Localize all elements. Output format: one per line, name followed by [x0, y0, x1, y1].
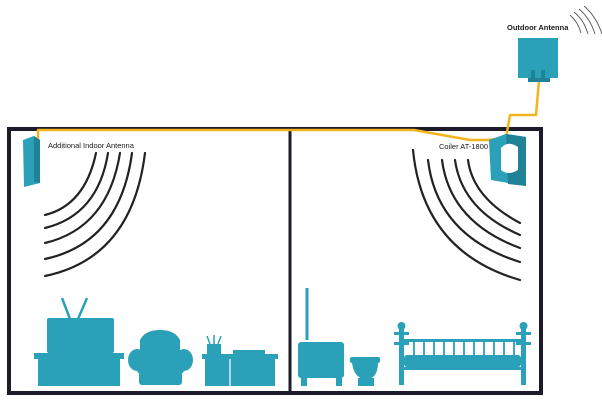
side-table-icon	[202, 335, 278, 386]
indoor-signal-waves	[43, 151, 147, 278]
repeater-signal-waves	[411, 148, 522, 282]
toilet-icon	[350, 357, 380, 386]
repeater-label: Coiler AT-1800	[439, 142, 489, 151]
tv-icon	[34, 297, 124, 386]
cabinet-icon	[298, 288, 344, 386]
bed-icon	[394, 322, 531, 385]
repeater-icon	[489, 134, 526, 186]
indoor-antenna-icon	[23, 136, 40, 187]
outdoor-signal-waves	[569, 5, 602, 35]
armchair-icon	[128, 330, 193, 385]
outdoor-antenna-label: Outdoor Antenna	[507, 23, 569, 32]
outdoor-antenna-icon	[518, 38, 558, 82]
antenna-cable	[36, 79, 541, 142]
indoor-antenna-label: Additional Indoor Antenna	[48, 141, 134, 150]
